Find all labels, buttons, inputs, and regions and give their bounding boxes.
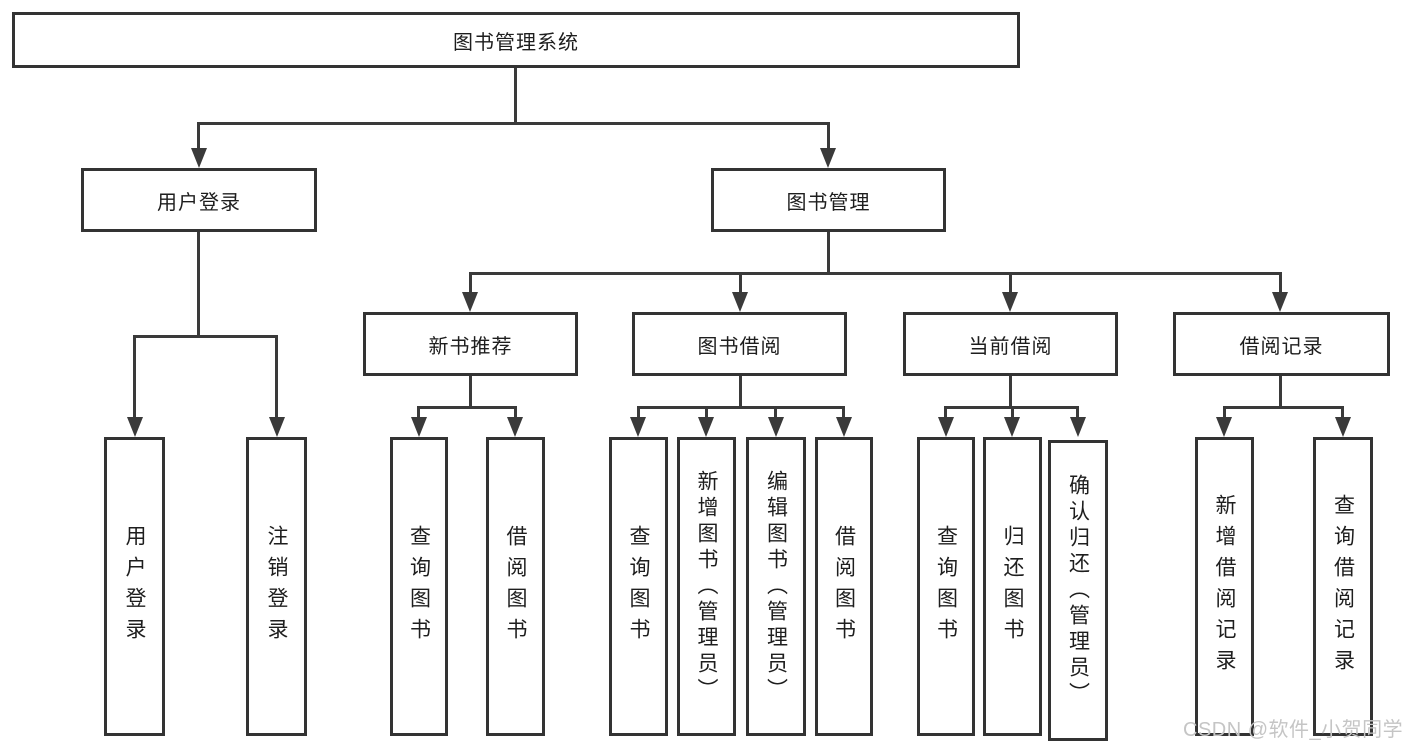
- node-leaf-query-books-3: 查询图书: [917, 437, 975, 736]
- connector-line: [1223, 406, 1226, 419]
- connector-line: [1223, 406, 1344, 409]
- node-leaf-return-books: 归还图书: [983, 437, 1042, 736]
- node-current-borrow: 当前借阅: [903, 312, 1118, 376]
- connector-line: [739, 272, 742, 296]
- node-leaf-user-login: 用户登录: [104, 437, 165, 736]
- connector-line: [197, 232, 200, 335]
- node-leaf-query-books-1-label: 查询图书: [407, 524, 431, 649]
- arrow-head-icon: [698, 417, 714, 437]
- node-leaf-logout: 注销登录: [246, 437, 307, 736]
- node-new-book-recommend: 新书推荐: [363, 312, 578, 376]
- connector-line: [1076, 406, 1079, 419]
- node-book-borrow: 图书借阅: [632, 312, 847, 376]
- connector-line: [1279, 272, 1282, 296]
- arrow-head-icon: [1004, 417, 1020, 437]
- arrow-head-icon: [938, 417, 954, 437]
- connector-line: [842, 406, 845, 419]
- node-book-management: 图书管理: [711, 168, 946, 232]
- connector-line: [1341, 406, 1344, 419]
- connector-line: [417, 406, 420, 419]
- connector-line: [705, 406, 708, 419]
- connector-line: [419, 406, 516, 409]
- arrow-head-icon: [630, 417, 646, 437]
- arrow-head-icon: [462, 292, 478, 312]
- arrow-head-icon: [1002, 292, 1018, 312]
- node-user-login-label: 用户登录: [157, 191, 241, 214]
- node-borrow-records: 借阅记录: [1173, 312, 1390, 376]
- arrow-head-icon: [1070, 417, 1086, 437]
- connector-line: [1279, 376, 1282, 406]
- node-book-borrow-label: 图书借阅: [697, 335, 782, 358]
- connector-line: [197, 122, 200, 150]
- connector-line: [1009, 376, 1012, 406]
- node-leaf-query-borrow-record-label: 查询借阅记录: [1331, 493, 1355, 680]
- node-current-borrow-label: 当前借阅: [968, 335, 1053, 358]
- node-leaf-add-borrow-record-label: 新增借阅记录: [1213, 493, 1236, 680]
- connector-line: [133, 335, 278, 338]
- node-leaf-confirm-return-admin-label: 确认归还（管理员）: [1066, 473, 1090, 708]
- watermark: CSDN @软件_小贺同学: [1183, 719, 1404, 741]
- connector-line: [469, 272, 1281, 275]
- connector-line: [197, 122, 830, 125]
- arrow-head-icon: [1335, 417, 1351, 437]
- connector-line: [275, 335, 278, 419]
- node-root-label: 图书管理系统: [453, 31, 579, 54]
- connector-line: [774, 406, 777, 419]
- connector-line: [1011, 406, 1014, 419]
- connector-line: [514, 68, 517, 122]
- connector-line: [1009, 272, 1012, 296]
- connector-line: [827, 232, 830, 272]
- connector-line: [133, 335, 136, 419]
- node-borrow-records-label: 借阅记录: [1239, 335, 1324, 358]
- arrow-head-icon: [269, 417, 285, 437]
- node-leaf-borrow-books-1: 借阅图书: [486, 437, 545, 736]
- arrow-head-icon: [768, 417, 784, 437]
- node-leaf-query-books-2-label: 查询图书: [627, 524, 650, 649]
- node-leaf-borrow-books-2: 借阅图书: [815, 437, 873, 736]
- connector-line: [637, 406, 640, 419]
- connector-line: [739, 376, 742, 406]
- node-leaf-query-borrow-record: 查询借阅记录: [1313, 437, 1373, 736]
- arrow-head-icon: [820, 148, 836, 168]
- node-leaf-query-books-1: 查询图书: [390, 437, 448, 736]
- connector-line: [827, 122, 830, 150]
- arrow-head-icon: [732, 292, 748, 312]
- arrow-head-icon: [836, 417, 852, 437]
- node-leaf-add-book-admin-label: 新增图书（管理员）: [695, 469, 718, 704]
- node-leaf-add-book-admin: 新增图书（管理员）: [677, 437, 736, 736]
- connector-line: [469, 376, 472, 406]
- connector-line: [469, 272, 472, 296]
- arrow-head-icon: [507, 417, 523, 437]
- node-root: 图书管理系统: [12, 12, 1020, 68]
- node-leaf-edit-book-admin: 编辑图书（管理员）: [746, 437, 806, 736]
- node-leaf-query-books-3-label: 查询图书: [934, 524, 958, 649]
- connector-line: [944, 406, 947, 419]
- arrow-head-icon: [411, 417, 427, 437]
- node-leaf-user-login-label: 用户登录: [123, 524, 146, 649]
- node-leaf-borrow-books-2-label: 借阅图书: [832, 524, 856, 649]
- arrow-head-icon: [1216, 417, 1232, 437]
- node-leaf-add-borrow-record: 新增借阅记录: [1195, 437, 1254, 736]
- node-leaf-confirm-return-admin: 确认归还（管理员）: [1048, 440, 1108, 741]
- node-leaf-logout-label: 注销登录: [265, 524, 288, 649]
- node-user-login: 用户登录: [81, 168, 317, 232]
- node-new-book-recommend-label: 新书推荐: [428, 335, 513, 358]
- arrow-head-icon: [191, 148, 207, 168]
- node-leaf-return-books-label: 归还图书: [1001, 524, 1024, 649]
- arrow-head-icon: [127, 417, 143, 437]
- connector-line: [514, 406, 517, 419]
- connector-line: [637, 406, 845, 409]
- node-leaf-borrow-books-1-label: 借阅图书: [504, 524, 527, 649]
- node-leaf-edit-book-admin-label: 编辑图书（管理员）: [764, 469, 788, 704]
- arrow-head-icon: [1272, 292, 1288, 312]
- node-book-management-label: 图书管理: [786, 191, 871, 214]
- node-leaf-query-books-2: 查询图书: [609, 437, 668, 736]
